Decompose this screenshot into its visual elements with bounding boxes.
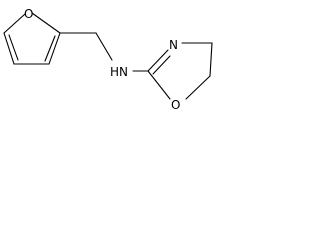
bond-c4-c5 — [3, 32, 15, 65]
chemical-structure-diagram: O HN N O — [3, 7, 213, 112]
bond-c4-c5-double — [8, 34, 19, 61]
bond-c5-o1 — [3, 13, 26, 34]
amine-nitrogen-label: HN — [110, 65, 128, 79]
methylene-linker — [59, 32, 113, 61]
bond-c2-c3 — [48, 32, 61, 65]
bond-c5-o1 — [185, 75, 211, 100]
furan-oxygen-label: O — [24, 7, 33, 21]
bond-c3-c3-double — [44, 35, 56, 62]
oxazoline-oxygen-label: O — [171, 98, 180, 112]
oxazoline-nitrogen-label: N — [169, 38, 178, 52]
bond-ch2-nh — [95, 32, 113, 61]
furan-ring — [3, 12, 61, 65]
bond-o1-c2 — [31, 12, 61, 34]
bond-o1-c2 — [147, 70, 171, 100]
bond-c4-c5 — [209, 42, 213, 77]
bond-c2-n3 — [147, 49, 169, 72]
oxazoline-ring — [147, 42, 213, 100]
bond-c2-n3-double — [152, 55, 171, 75]
